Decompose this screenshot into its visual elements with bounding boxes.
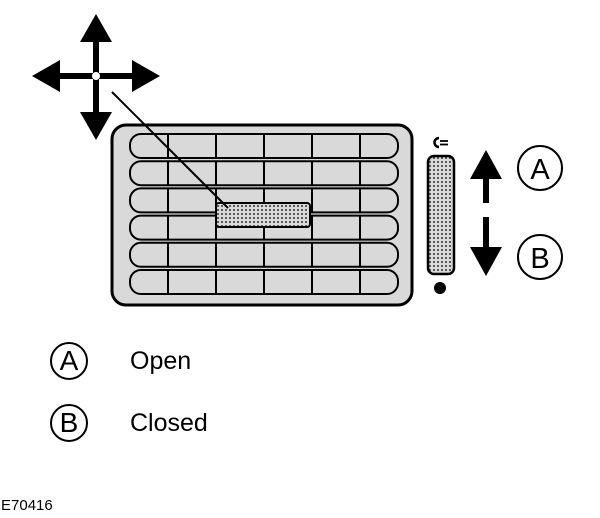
callout-b-label: B [530, 243, 549, 275]
legend-row-closed: B Closed [50, 400, 208, 446]
vent-grille [110, 123, 414, 307]
legend-label-open: Open [130, 346, 192, 375]
up-arrow-icon [470, 150, 502, 203]
down-arrow-icon [470, 217, 502, 276]
legend-badge-b: B [50, 404, 88, 442]
thumbwheel-icon[interactable] [426, 136, 456, 294]
vent-adjustment-knob[interactable] [215, 202, 311, 228]
callout-b: B [517, 234, 563, 280]
callout-a-label: A [530, 154, 550, 186]
legend-badge-a: A [50, 342, 88, 380]
legend-row-open: A Open [50, 338, 191, 384]
figure-code: E70416 [1, 497, 53, 514]
legend-label-closed: Closed [130, 408, 208, 437]
leader-line [111, 91, 229, 209]
callout-a: A [517, 145, 563, 191]
four-way-arrow-icon [32, 14, 160, 140]
